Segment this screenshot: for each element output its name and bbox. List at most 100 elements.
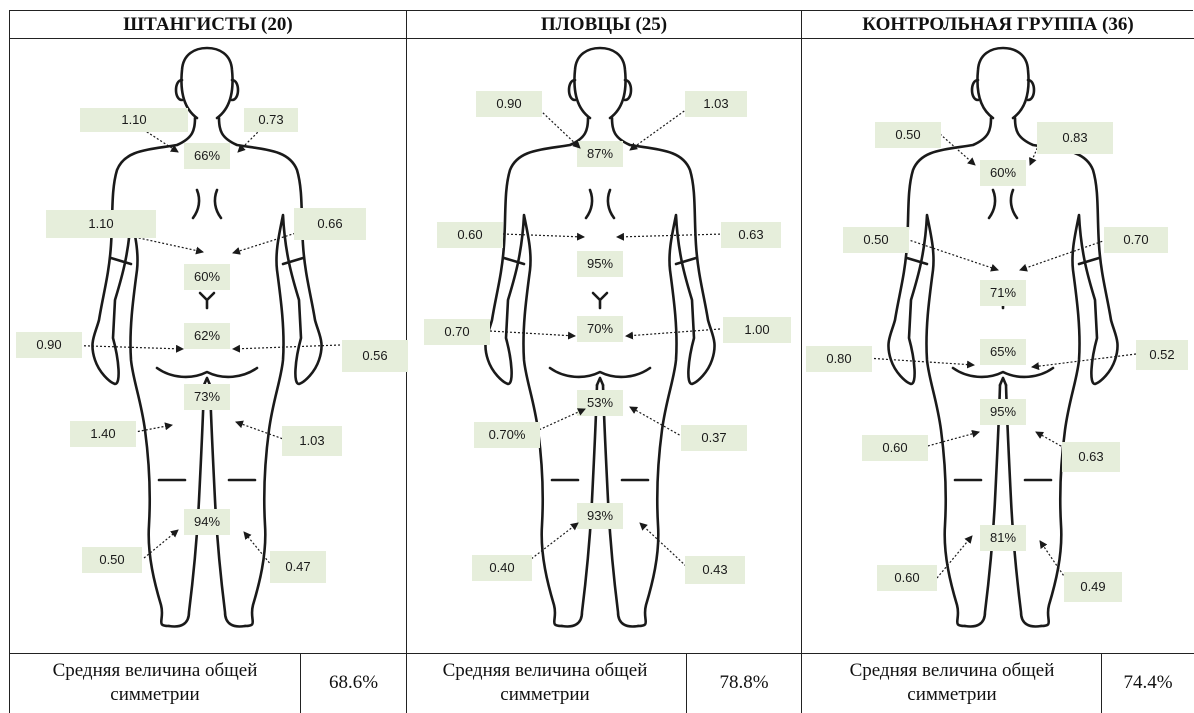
- zone-percent-neck: 66%: [184, 143, 230, 169]
- coefficient-text: 1.10: [88, 216, 113, 231]
- coefficient-right-shin: 0.43: [640, 523, 745, 584]
- dotted-arrow-icon: [640, 523, 686, 566]
- zone-percent-text: 93%: [587, 508, 613, 523]
- coefficient-left-neck: 0.90: [476, 91, 580, 148]
- coefficient-text: 0.60: [894, 570, 919, 585]
- coefficient-text: 0.43: [702, 562, 727, 577]
- coefficient-text: 0.50: [863, 232, 888, 247]
- coefficient-text: 0.83: [1062, 130, 1087, 145]
- zone-percent-thigh: 53%: [577, 390, 623, 416]
- coefficient-text: 1.10: [121, 112, 146, 127]
- coefficient-text: 0.90: [36, 337, 61, 352]
- zone-percent-chest: 95%: [577, 251, 623, 277]
- coefficient-right-chest: 0.66: [233, 208, 366, 253]
- coefficient-right-thigh: 1.03: [236, 422, 342, 456]
- zone-percent-pelvis: 70%: [577, 316, 623, 342]
- coefficient-text: 0.50: [99, 552, 124, 567]
- zone-percent-chest: 60%: [184, 264, 230, 290]
- coefficient-text: 0.49: [1080, 579, 1105, 594]
- coefficient-right-shin: 0.47: [244, 532, 326, 583]
- coefficient-text: 0.73: [258, 112, 283, 127]
- dotted-arrow-icon: [626, 329, 720, 336]
- zone-percent-text: 60%: [194, 269, 220, 284]
- coefficient-right-neck: 1.03: [630, 91, 747, 150]
- zone-percent-text: 53%: [587, 395, 613, 410]
- coefficient-left-neck: 0.50: [875, 122, 975, 165]
- coefficient-left-chest: 1.10: [46, 210, 203, 252]
- dotted-arrow-icon: [1040, 541, 1068, 582]
- coefficient-right-chest: 0.63: [617, 222, 781, 248]
- dotted-arrow-icon: [937, 536, 972, 578]
- dotted-arrow-icon: [130, 425, 172, 433]
- coefficient-text: 0.66: [317, 216, 342, 231]
- dotted-arrow-icon: [1020, 240, 1106, 270]
- coefficient-left-thigh: 0.70%: [474, 409, 585, 448]
- coefficient-right-pelvis: 0.52: [1032, 340, 1188, 370]
- coefficient-text: 0.37: [701, 430, 726, 445]
- zone-percent-text: 71%: [990, 285, 1016, 300]
- dotted-arrow-icon: [244, 532, 272, 566]
- dotted-arrow-icon: [924, 432, 979, 447]
- coefficient-left-thigh: 1.40: [70, 421, 172, 447]
- coefficient-left-pelvis: 0.90: [16, 332, 183, 358]
- zone-percent-text: 62%: [194, 328, 220, 343]
- coefficient-text: 0.63: [1078, 449, 1103, 464]
- coefficient-left-chest: 0.60: [437, 222, 584, 248]
- coefficient-left-shin: 0.50: [82, 530, 178, 573]
- coefficient-right-thigh: 0.37: [630, 407, 747, 451]
- zone-percent-thigh: 95%: [980, 399, 1026, 425]
- zone-percent-text: 95%: [990, 404, 1016, 419]
- dotted-arrow-icon: [236, 422, 286, 440]
- coefficient-text: 0.40: [489, 560, 514, 575]
- zone-percent-text: 73%: [194, 389, 220, 404]
- figure-control: 60% 0.50 0.83 71% 0.50 0.70 65% 0.80 0.52 95% 0.60…: [806, 48, 1188, 626]
- coefficient-left-shin: 0.60: [877, 536, 972, 591]
- zone-percent-text: 65%: [990, 344, 1016, 359]
- dotted-arrow-icon: [903, 238, 998, 270]
- coefficient-text: 0.60: [882, 440, 907, 455]
- coefficient-text: 0.80: [826, 351, 851, 366]
- dotted-arrow-icon: [503, 234, 584, 237]
- zone-percent-text: 70%: [587, 321, 613, 336]
- zone-percent-neck: 60%: [980, 160, 1026, 186]
- coefficient-text: 0.70: [444, 324, 469, 339]
- dotted-arrow-icon: [630, 407, 683, 437]
- zone-percent-shin: 81%: [980, 525, 1026, 551]
- zone-percent-text: 94%: [194, 514, 220, 529]
- coefficient-text: 0.47: [285, 559, 310, 574]
- zone-percent-text: 60%: [990, 165, 1016, 180]
- coefficient-text: 1.40: [90, 426, 115, 441]
- dotted-arrow-icon: [490, 331, 575, 336]
- zone-percent-text: 95%: [587, 256, 613, 271]
- coefficient-text: 0.56: [362, 348, 387, 363]
- coefficient-left-shin: 0.40: [472, 523, 578, 581]
- coefficient-text: 0.70%: [489, 427, 526, 442]
- zone-percent-text: 66%: [194, 148, 220, 163]
- coefficient-text: 0.60: [457, 227, 482, 242]
- zone-percent-text: 81%: [990, 530, 1016, 545]
- coefficient-text: 0.90: [496, 96, 521, 111]
- coefficient-text: 1.03: [703, 96, 728, 111]
- dotted-arrow-icon: [1032, 354, 1136, 367]
- zone-percent-chest: 71%: [980, 280, 1026, 306]
- coefficient-text: 0.70: [1123, 232, 1148, 247]
- coefficient-left-thigh: 0.60: [862, 432, 979, 461]
- dotted-arrow-icon: [630, 104, 694, 150]
- zone-percent-neck: 87%: [577, 141, 623, 167]
- coefficient-text: 1.03: [299, 433, 324, 448]
- zone-percent-shin: 94%: [184, 509, 230, 535]
- zone-percent-pelvis: 65%: [980, 339, 1026, 365]
- zone-percent-thigh: 73%: [184, 384, 230, 410]
- dotted-arrow-icon: [617, 234, 724, 237]
- coefficient-left-pelvis: 0.70: [424, 319, 575, 345]
- figure-weightlifters: 66% 1.10 0.73 60% 1.10 0.66 62% 0.90 0.56 73% 1.40…: [16, 48, 408, 626]
- coefficient-right-chest: 0.70: [1020, 227, 1168, 270]
- zone-percent-shin: 93%: [577, 503, 623, 529]
- dotted-arrow-icon: [866, 358, 974, 365]
- dotted-arrow-icon: [233, 345, 340, 349]
- coefficient-right-thigh: 0.63: [1036, 432, 1120, 472]
- coefficient-text: 0.50: [895, 127, 920, 142]
- zone-percent-text: 87%: [587, 146, 613, 161]
